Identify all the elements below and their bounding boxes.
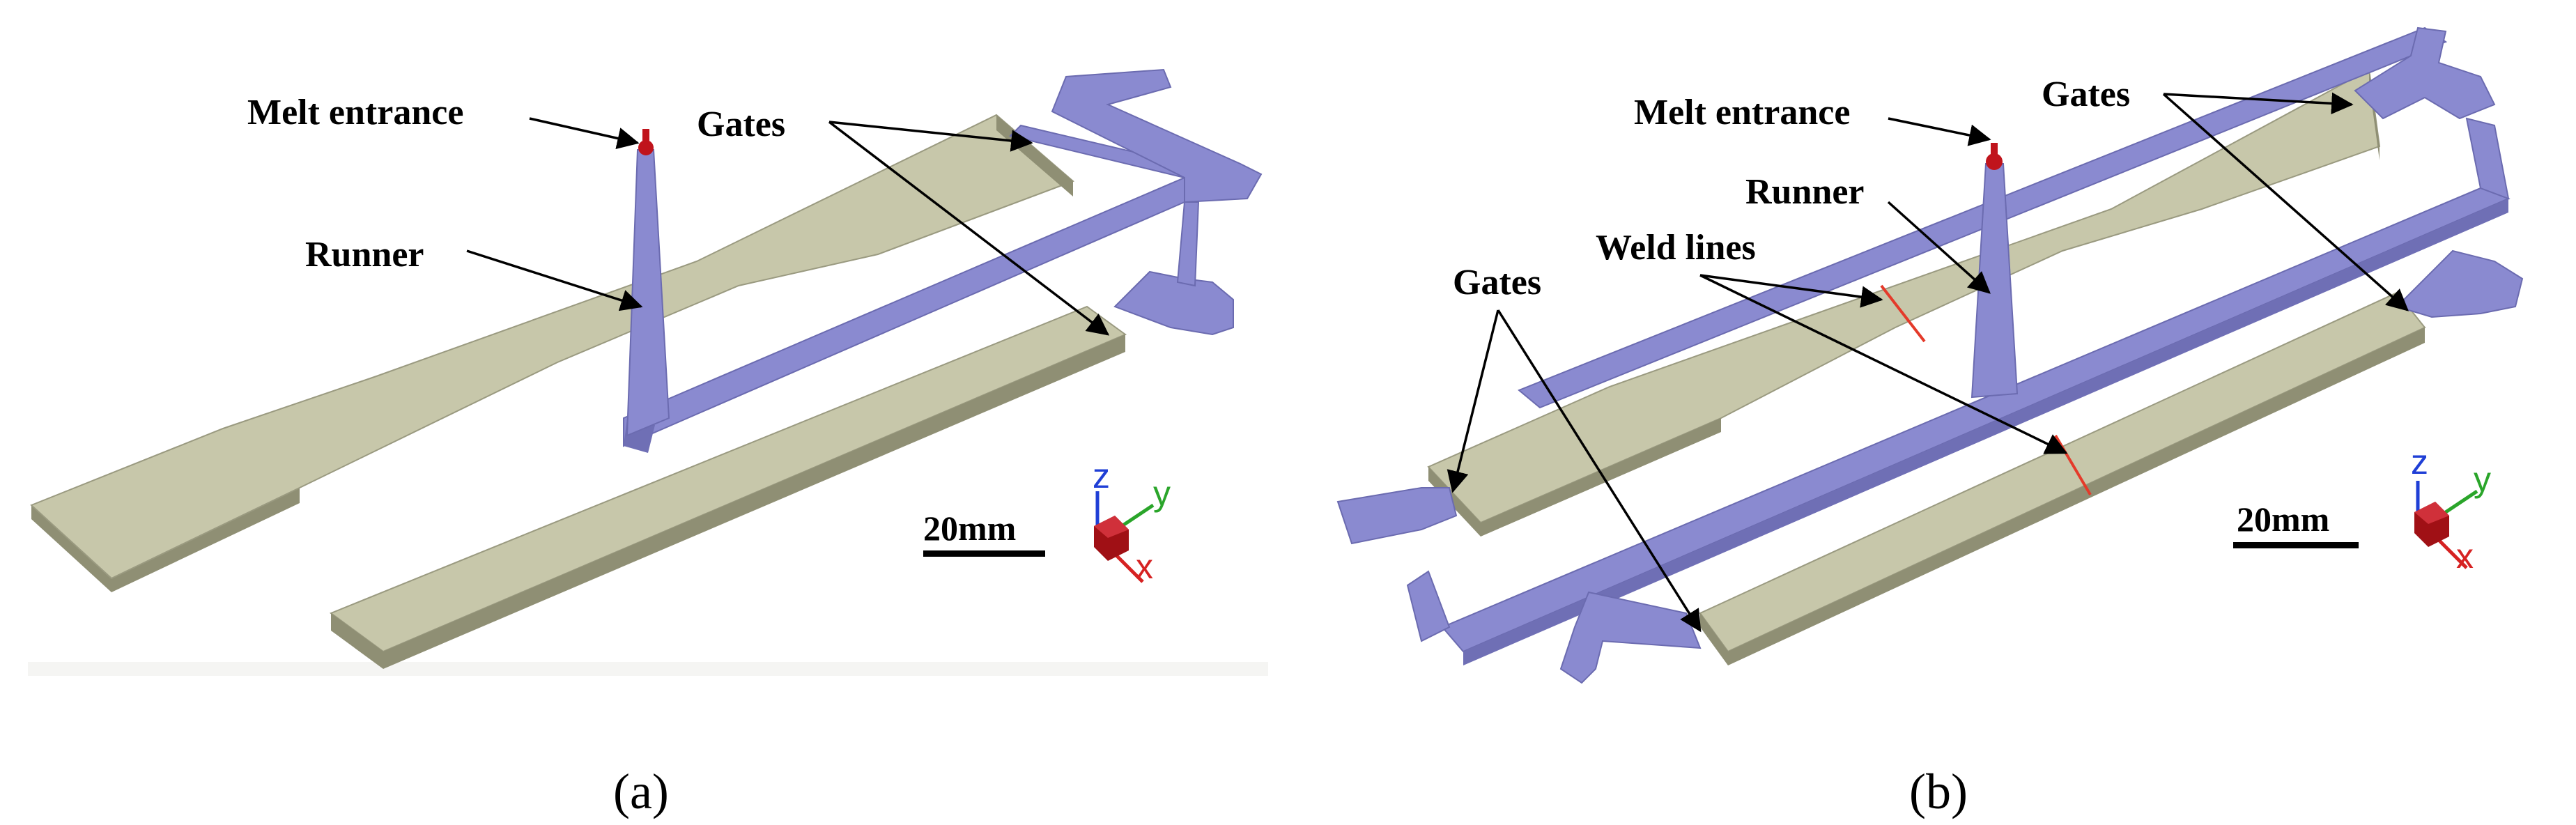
straight-specimen-b [1699, 291, 2426, 665]
svg-text:x: x [2456, 537, 2474, 576]
gates-label-b-top: Gates [2042, 75, 2130, 114]
sprue [626, 149, 670, 437]
sprue-b [1970, 163, 2019, 399]
melt-entrance-label-b: Melt entrance [1634, 93, 1850, 132]
svg-text:z: z [2411, 442, 2428, 481]
svg-text:20mm: 20mm [2237, 500, 2329, 539]
weld-lines-label: Weld lines [1596, 228, 1756, 268]
melt-entrance-label-a: Melt entrance [247, 93, 463, 132]
dogbone-specimen-b [1427, 68, 2381, 537]
svg-text:y: y [2474, 460, 2491, 499]
gates-label-b-left: Gates [1453, 263, 1541, 302]
axis-triad-a: z y x [1093, 456, 1171, 586]
ground-shadow [28, 662, 1268, 676]
melt-entrance-marker [638, 140, 654, 155]
runner-system [623, 68, 1263, 453]
gates-label-a: Gates [697, 105, 785, 144]
scale-bar-b: 20mm [2233, 500, 2359, 548]
svg-text:y: y [1153, 474, 1171, 513]
scale-bar-a: 20mm [923, 509, 1045, 557]
straight-specimen [329, 305, 1127, 669]
caption-b: (b) [1909, 764, 1968, 819]
runner-label-a: Runner [305, 235, 424, 275]
weld-line-upper [1880, 284, 1926, 343]
svg-text:z: z [1093, 456, 1110, 495]
caption-a: (a) [613, 764, 669, 819]
panel-b: Melt entrance Gates Runner Weld lines Ga… [1336, 26, 2524, 819]
panel-b-leaders [1447, 92, 2409, 633]
panel-a-leaders [466, 117, 1110, 336]
melt-entrance-marker-b [1986, 153, 2003, 170]
svg-text:20mm: 20mm [923, 509, 1016, 548]
runner-system-b [1336, 26, 2524, 684]
axis-triad-b: z y x [2411, 442, 2491, 576]
dogbone-specimen [30, 114, 1074, 592]
runner-label-b: Runner [1745, 172, 1864, 212]
svg-text:x: x [1136, 547, 1153, 586]
panel-a: Melt entrance Gates Runner 20mm z y x (a… [28, 68, 1268, 819]
